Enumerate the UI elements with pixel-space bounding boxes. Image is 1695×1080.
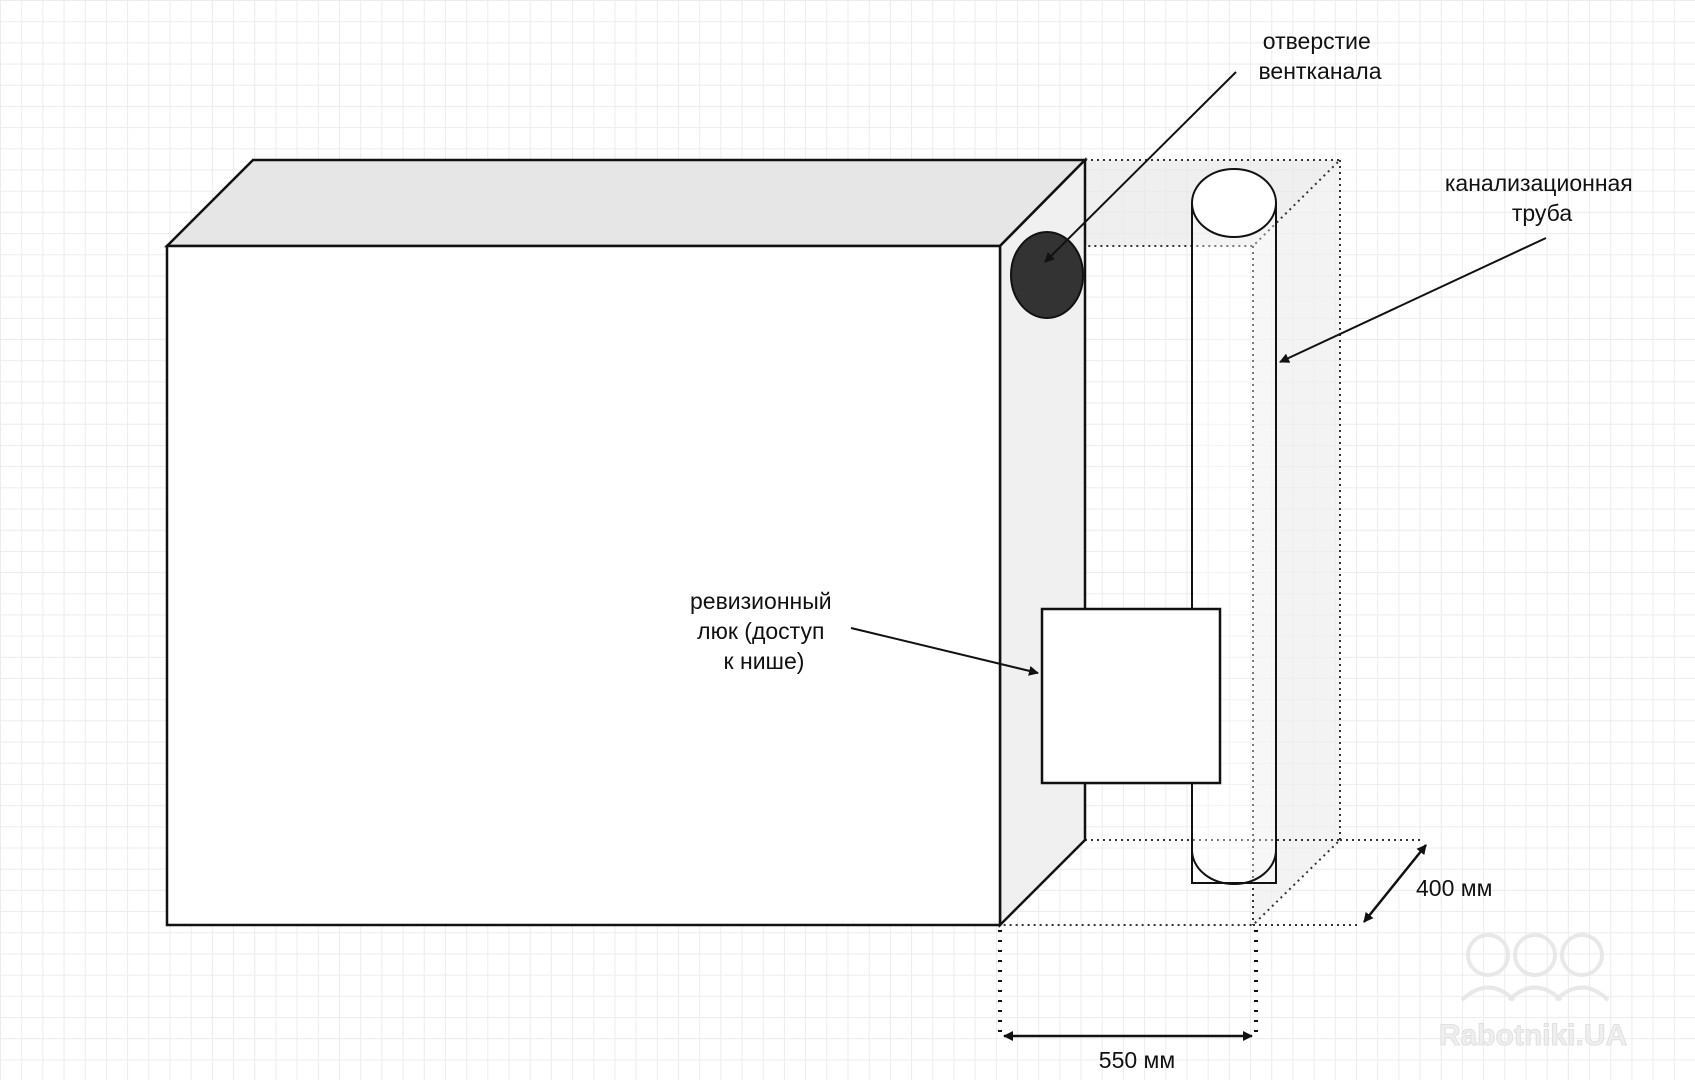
pipe-callout-line-1: канализационная <box>1445 170 1633 196</box>
pipe-bottom-curve <box>1191 849 1277 885</box>
vent-callout-label: отверстие вентканала <box>1258 28 1381 84</box>
inspection-hatch <box>1040 607 1222 785</box>
vent-callout-arrow <box>1044 71 1237 263</box>
vent-opening-callout: отверстие вентканала <box>1044 28 1382 263</box>
width-dimension-label: 550 мм <box>1099 1047 1175 1073</box>
box-front-face <box>165 244 1002 927</box>
hatch-callout-line-2: люк (доступ <box>697 618 824 644</box>
niche-top-edges <box>1000 159 1343 247</box>
niche-right-face <box>1253 160 1340 925</box>
pipe-callout-arrow <box>1279 237 1547 363</box>
depth-dimension-label: 400 мм <box>1416 875 1492 901</box>
wall-box <box>163 156 1088 929</box>
depth-arrow <box>1363 844 1427 923</box>
niche-bottom-edges <box>1000 839 1343 926</box>
pipe-callout-line-2: труба <box>1512 200 1572 226</box>
box-top-face <box>163 158 1088 248</box>
depth-dimension: 400 мм <box>1363 844 1492 923</box>
watermark: Rabotniki.UA <box>1438 933 1628 1053</box>
vent-callout-line-2: вентканала <box>1258 58 1381 84</box>
sewer-pipe-callout: канализационная труба <box>1279 170 1639 363</box>
pipe-callout-label: канализационная труба <box>1445 170 1639 226</box>
pipe-top-ellipse <box>1191 168 1277 238</box>
hatch-callout-line-1: ревизионный <box>690 588 832 614</box>
watermark-text: Rabotniki.UA <box>1439 1019 1627 1052</box>
width-dimension: 550 мм <box>998 930 1258 1073</box>
watermark-workers-icon <box>1460 933 1610 1002</box>
inspection-hatch-callout: ревизионный люк (доступ к нише) <box>690 588 1039 676</box>
hatch-callout-line-3: к нише) <box>724 648 805 674</box>
hatch-callout-arrow <box>850 627 1039 676</box>
hatch-callout-label: ревизионный люк (доступ к нише) <box>690 588 838 674</box>
vent-opening <box>1010 231 1084 319</box>
vent-callout-line-1: отверстие <box>1263 28 1371 54</box>
